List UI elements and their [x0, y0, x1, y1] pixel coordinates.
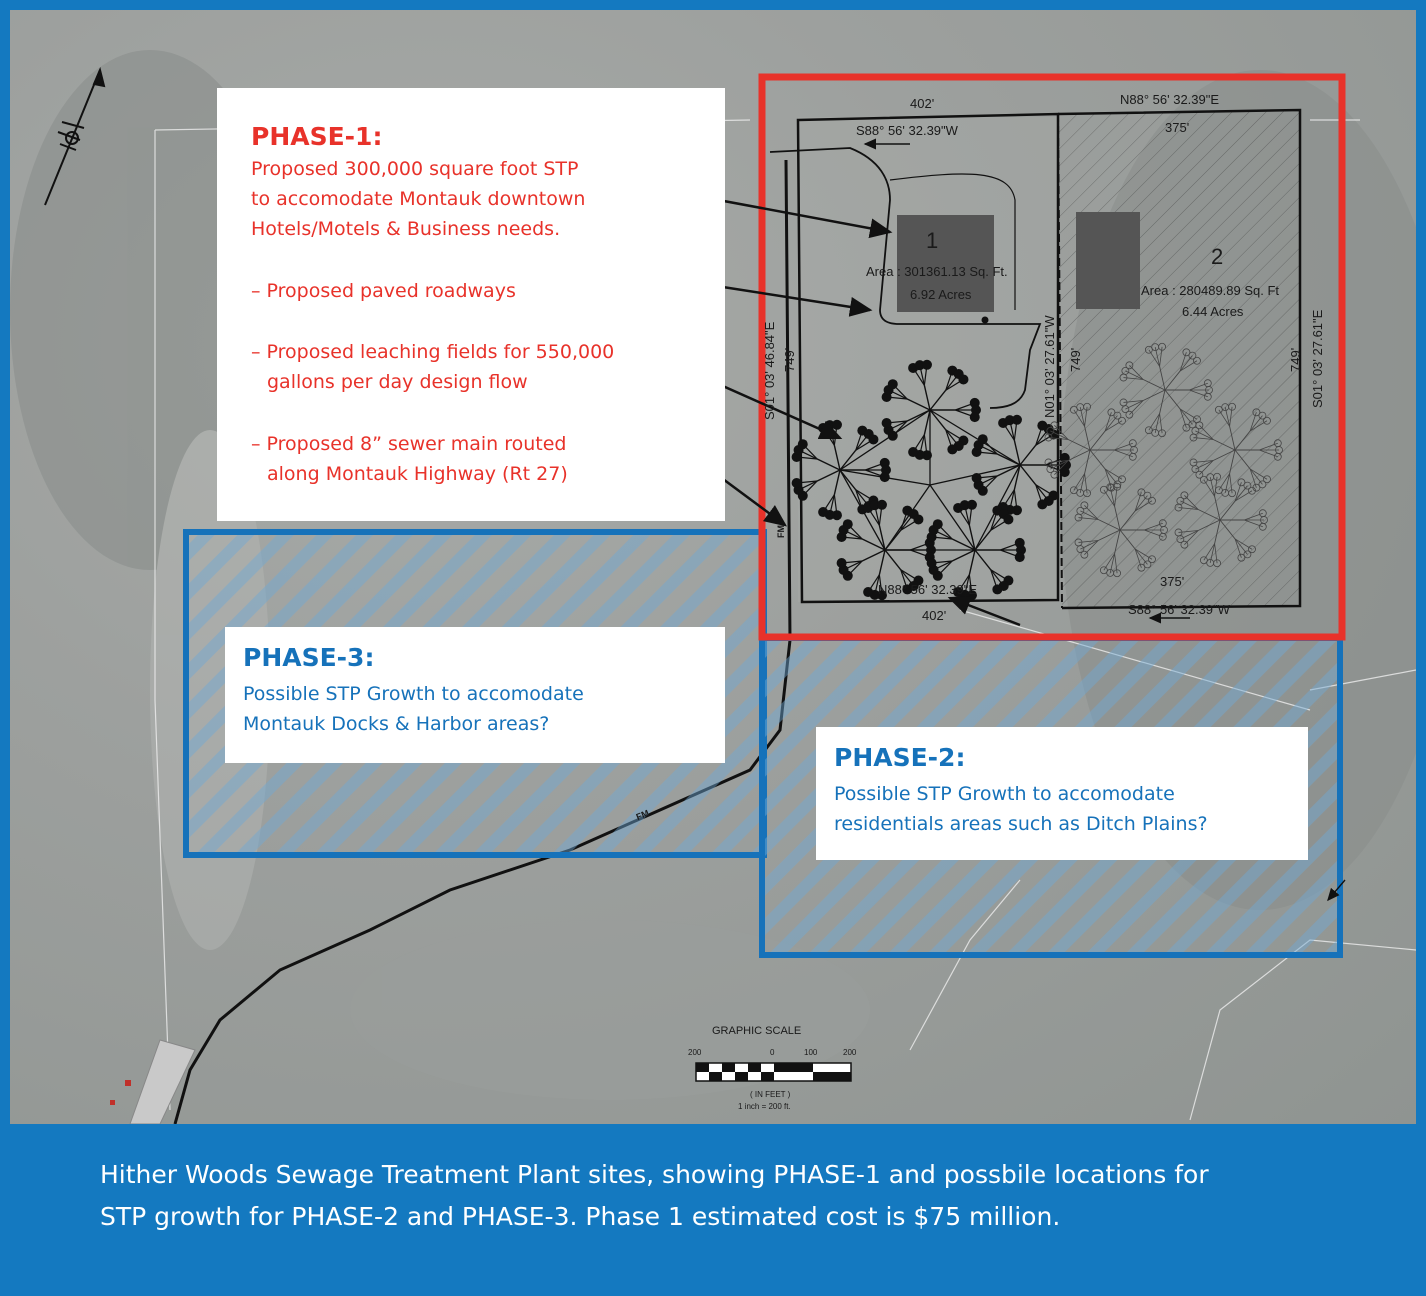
lot-2-number: 2: [1211, 244, 1224, 269]
bottom-left-distance: 402': [922, 608, 947, 623]
scale-tick-200-right: 200: [843, 1048, 857, 1057]
right-distance: 749': [1288, 347, 1303, 372]
lot-1-number: 1: [926, 228, 939, 253]
left-distance: 749': [782, 347, 797, 372]
scale-title: GRAPHIC SCALE: [712, 1025, 802, 1037]
bearing-arrows: [863, 138, 1346, 902]
scale-ratio: 1 inch = 200 ft.: [738, 1102, 791, 1111]
leaching-field-cluster: [881, 359, 981, 461]
phase1-title: PHASE-1:: [251, 122, 383, 151]
bottom-right-bearing: S88° 56' 32.39"W: [1128, 602, 1230, 617]
phase1-line: Proposed 300,000 square foot STP: [251, 158, 579, 180]
leaching-field-cluster: [926, 499, 1026, 601]
mid-distance: 749': [1068, 347, 1083, 372]
phase1-area: [758, 73, 1346, 641]
top-right-bearing: N88° 56' 32.39"E: [1120, 92, 1220, 107]
left-bearing: S01° 03' 46.84"E: [762, 321, 777, 420]
lot-1-area: Area : 301361.13 Sq. Ft.: [866, 264, 1008, 279]
scale-units: ( IN FEET ): [750, 1090, 791, 1099]
future-leaching-field-clusters: [1044, 342, 1283, 578]
lot-2-area: Area : 280489.89 Sq. Ft: [1141, 283, 1280, 298]
phase1-bullet-sewer: – Proposed 8” sewer main routed: [251, 433, 567, 455]
future-leaching-field-cluster: [1074, 482, 1168, 578]
phase2-title: PHASE-2:: [834, 743, 966, 772]
phase1-bullet-leaching: – Proposed leaching fields for 550,000: [251, 341, 615, 363]
phase1-bullet-sewer-cont: along Montauk Highway (Rt 27): [267, 463, 568, 485]
future-leaching-field-cluster: [1044, 402, 1138, 498]
leaching-field-clusters: [791, 359, 1071, 601]
lot-1-acres: 6.92 Acres: [910, 287, 972, 302]
aerial-map: 402' S88° 56' 32.39"W N88° 56' 32.39"E 3…: [10, 10, 1416, 1124]
caption-line-1: Hither Woods Sewage Treatment Plant site…: [100, 1160, 1209, 1189]
right-bearing: S01° 03' 27.61"E: [1310, 309, 1325, 408]
future-leaching-field-cluster: [1119, 342, 1213, 438]
building-bottom-left: [110, 1039, 196, 1124]
phase2-callout: PHASE-2: Possible STP Growth to accomoda…: [816, 727, 1308, 860]
phase1-bullet-roadways: – Proposed paved roadways: [251, 280, 516, 302]
scale-bar: [695, 1062, 852, 1082]
scale-tick-200-left: 200: [688, 1048, 702, 1057]
caption-line-2: STP growth for PHASE-2 and PHASE-3. Phas…: [100, 1202, 1061, 1231]
future-leaching-field-cluster: [1189, 402, 1283, 498]
north-arrow-icon: [44, 66, 106, 206]
leaching-field-cluster: [791, 419, 891, 521]
bottom-left-bearing: N88° 56' 32.39"E: [878, 582, 978, 597]
phase1-callout: PHASE-1: Proposed 300,000 square foot ST…: [217, 88, 725, 521]
phase1-line: to accomodate Montauk downtown: [251, 188, 586, 210]
phase2-line: Possible STP Growth to accomodate: [834, 783, 1175, 805]
leaching-field-cluster: [836, 499, 936, 601]
phase3-line: Possible STP Growth to accomodate: [243, 683, 584, 705]
top-right-distance: 375': [1165, 120, 1190, 135]
fm-label-vertical: FM: [776, 525, 786, 538]
phase3-line: Montauk Docks & Harbor areas?: [243, 713, 550, 735]
phase1-bullet-leaching-cont: gallons per day design flow: [267, 371, 528, 393]
mid-bearing: N01° 03' 27.61"W: [1042, 315, 1057, 418]
future-leaching-field-cluster: [1174, 472, 1268, 568]
top-left-distance: 402': [910, 96, 935, 111]
scale-tick-0: 0: [770, 1048, 775, 1057]
top-left-bearing: S88° 56' 32.39"W: [856, 123, 958, 138]
phase3-title: PHASE-3:: [243, 643, 375, 672]
phase1-line: Hotels/Motels & Business needs.: [251, 218, 561, 240]
leaching-field-cluster: [971, 414, 1071, 516]
phase2-line: residentials areas such as Ditch Plains?: [834, 813, 1208, 835]
bottom-right-distance: 375': [1160, 574, 1185, 589]
phase3-callout: PHASE-3: Possible STP Growth to accomoda…: [225, 627, 725, 763]
lot-2-acres: 6.44 Acres: [1182, 304, 1244, 319]
scale-tick-100: 100: [804, 1048, 818, 1057]
